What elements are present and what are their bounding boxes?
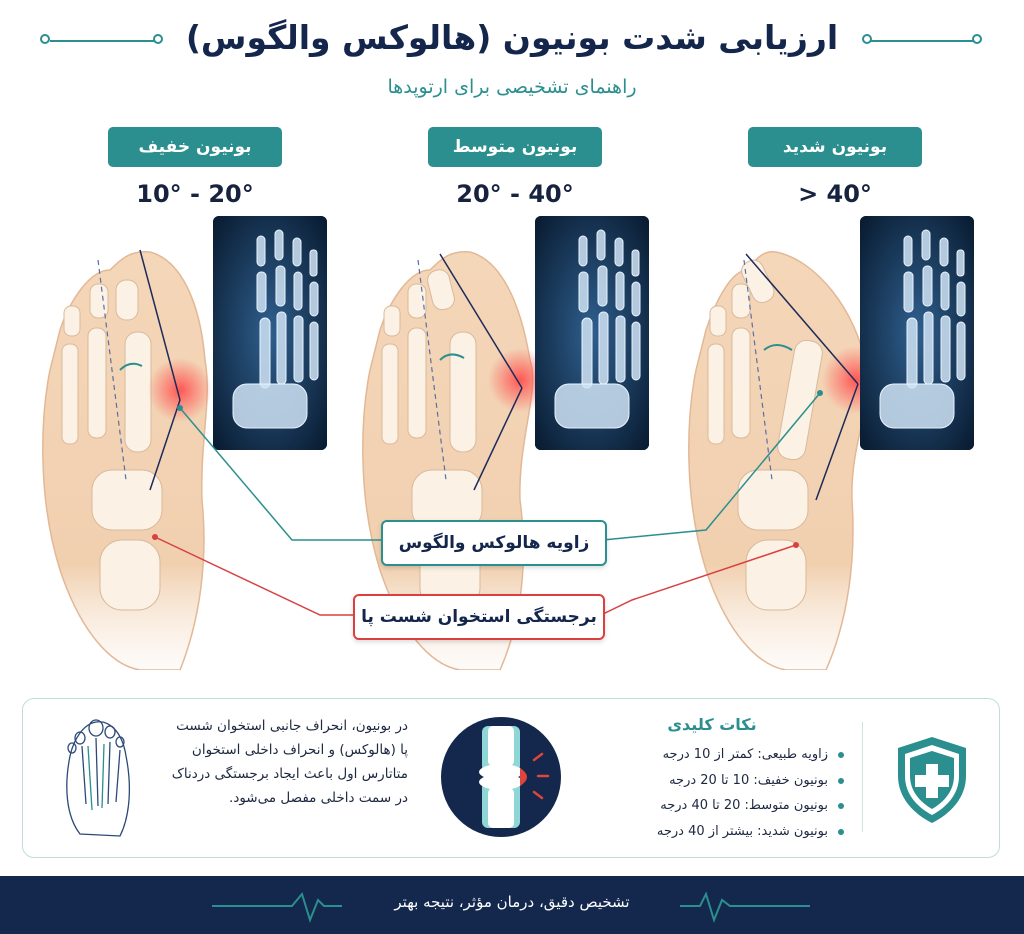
severity-badge-moderate: بونیون متوسط [428, 127, 602, 167]
footer-bar [0, 876, 1024, 934]
key-tips-list: زاویه طبیعی: کمتر از 10 درجه بونیون خفیف… [586, 742, 846, 844]
angle-range-moderate: 20° - 40° [456, 180, 574, 208]
angle-range-mild: 10° - 20° [136, 180, 254, 208]
key-tip-item: زاویه طبیعی: کمتر از 10 درجه [586, 742, 846, 768]
key-tip-item: بونیون متوسط: 20 تا 40 درجه [586, 793, 846, 819]
joint-inflammation-icon [441, 717, 561, 837]
page-title: ارزیابی شدت بونیون (هالوکس والگوس) [185, 18, 839, 57]
title-decoration-right-dot [972, 34, 982, 44]
bunion-description: در بونیون، انحراف جانبی استخوان شست پا (… [171, 718, 408, 806]
key-tip-item: بونیون شدید: بیشتر از 40 درجه [586, 819, 846, 845]
page-subtitle: راهنمای تشخیصی برای ارتوپدها [387, 76, 637, 98]
foot-illustration-mild [42, 249, 212, 670]
foot-outline-icon [66, 719, 131, 837]
xray-mild [213, 216, 327, 450]
severity-badge-severe: بونیون شدید [748, 127, 922, 167]
foot-illustration-severe [688, 251, 876, 670]
key-tip-item: بونیون خفیف: 10 تا 20 درجه [586, 768, 846, 794]
title-decoration-left-end-dot [153, 34, 163, 44]
xray-moderate [535, 216, 649, 450]
medical-shield-icon [898, 737, 966, 823]
footer-tagline: تشخیص دقیق، درمان مؤثر، نتیجه بهتر [394, 893, 630, 911]
panel-divider [862, 722, 863, 832]
title-decoration-left-line [50, 40, 154, 42]
title-decoration-right-line [870, 40, 974, 42]
key-tips-title: نکات کلیدی [667, 715, 757, 734]
heartbeat-line-icon [212, 891, 342, 924]
title-decoration-right-start-dot [862, 34, 872, 44]
xray-severe [860, 216, 974, 450]
severity-badge-mild: بونیون خفیف [108, 127, 282, 167]
callout-bunion-prominence: برجستگی استخوان شست پا [353, 594, 605, 640]
heartbeat-line-icon [680, 891, 810, 924]
angle-range-severe: > 40° [798, 180, 872, 208]
title-decoration-left-dot [40, 34, 50, 44]
callout-hallux-valgus-angle: زاویه هالوکس والگوس [381, 520, 607, 566]
